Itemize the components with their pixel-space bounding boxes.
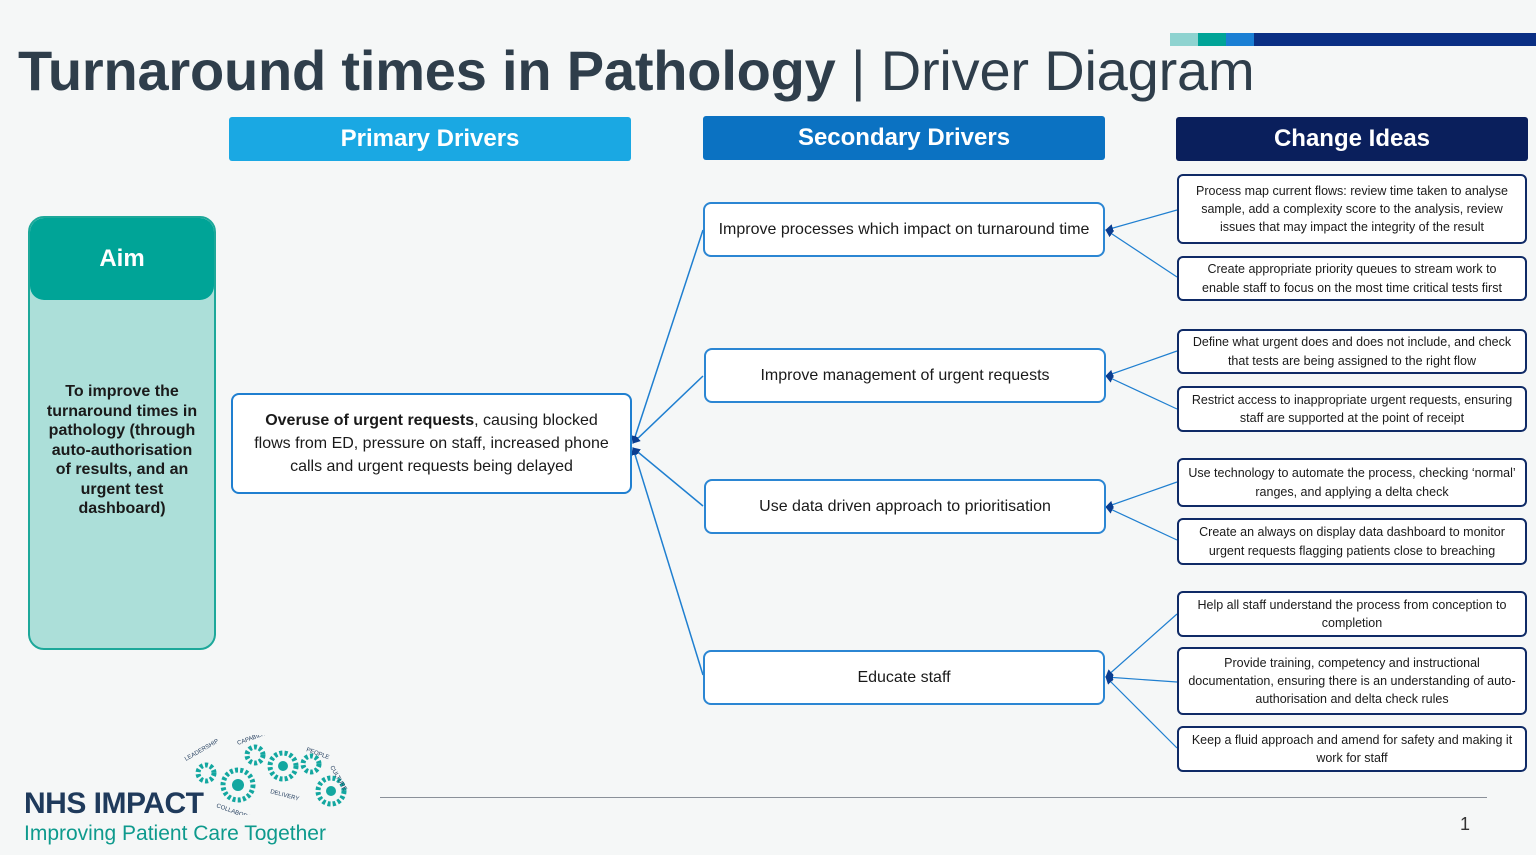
connector-change-5 [1105,481,1178,509]
secondary-drivers-header: Secondary Drivers [703,116,1105,160]
connector-change-7 [1105,613,1178,678]
change-idea-5: Use technology to automate the process, … [1177,458,1527,507]
page-title-separator: | [851,39,866,102]
connector-change-8 [1105,673,1178,683]
page-number: 1 [1460,814,1471,834]
change-ideas-header: Change Ideas [1176,117,1528,161]
page-title: Turnaround times in Pathology | Driver D… [18,38,1255,103]
title-accent-bar [1170,33,1536,46]
footer-divider [380,797,1487,798]
secondary-driver-1: Improve processes which impact on turnar… [703,202,1105,257]
connector-change-3 [1105,350,1178,378]
secondary-driver-2: Improve management of urgent requests [704,348,1106,403]
connector-secondary-3-to-primary [632,447,704,507]
primary-driver-bold: Overuse of urgent requests [265,412,475,429]
change-idea-9: Keep a fluid approach and amend for safe… [1177,726,1527,772]
change-idea-7: Help all staff understand the process fr… [1177,591,1527,637]
logo-gears-icon: LEADERSHIP CAPABILITY PEOPLE CULTURE DEL… [184,735,347,815]
change-idea-8: Provide training, competency and instruc… [1177,647,1527,715]
gear-word-leadership: LEADERSHIP [184,739,220,763]
aim-header: Aim [30,218,214,300]
connector-secondary-1-to-primary [631,229,704,444]
primary-driver-rest: , causing blocked flows from ED, pressur… [254,412,609,475]
accent-segment-4 [1254,33,1536,46]
gear-word-capability: CAPABILITY [237,735,271,747]
primary-driver-node: Overuse of urgent requests, causing bloc… [231,393,632,494]
gear-word-collaboration: COLLABORATION [215,803,265,815]
connector-change-4 [1105,375,1178,410]
logo-name: NHS IMPACT [24,787,204,820]
accent-segment-2 [1198,33,1226,46]
change-idea-3: Define what urgent does and does not inc… [1177,329,1527,374]
accent-segment-1 [1170,33,1198,46]
connector-secondary-4-to-primary [631,447,704,676]
logo-tagline: Improving Patient Care Together [24,822,326,845]
secondary-driver-4: Educate staff [703,650,1105,705]
connector-secondary-2-to-primary [632,375,704,444]
connector-change-2 [1105,229,1178,278]
primary-driver-text: Overuse of urgent requests, causing bloc… [247,409,616,478]
page-title-sub: Driver Diagram [880,39,1255,102]
page-title-main: Turnaround times in Pathology [18,39,836,102]
accent-segment-3 [1226,33,1254,46]
connector-change-6 [1105,506,1178,541]
change-idea-6: Create an always on display data dashboa… [1177,518,1527,565]
gear-word-delivery: DELIVERY [269,789,299,802]
aim-box: Aim To improve the turnaround times in p… [28,216,216,650]
connector-change-9 [1105,676,1178,749]
secondary-driver-3: Use data driven approach to prioritisati… [704,479,1106,534]
aim-text: To improve the turnaround times in patho… [46,383,198,517]
primary-drivers-header: Primary Drivers [229,117,631,161]
connector-change-1 [1105,209,1178,232]
gear-word-people: PEOPLE [305,747,330,761]
change-idea-4: Restrict access to inappropriate urgent … [1177,386,1527,432]
change-idea-2: Create appropriate priority queues to st… [1177,256,1527,301]
change-idea-1: Process map current flows: review time t… [1177,174,1527,244]
